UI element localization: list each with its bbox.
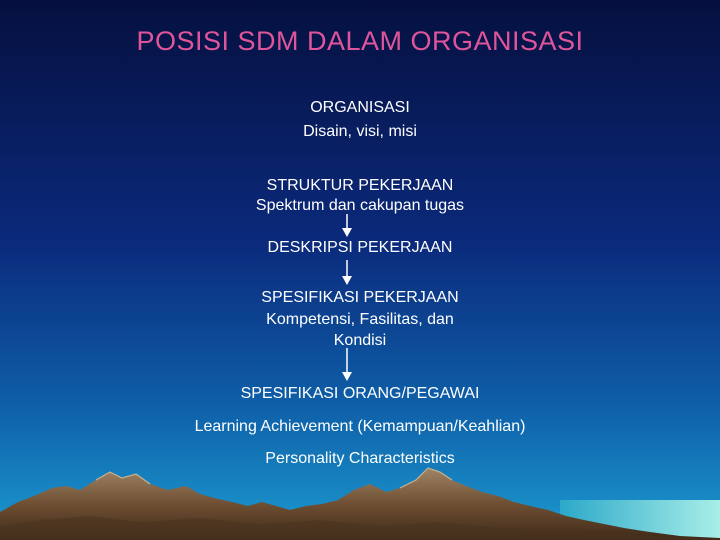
spesifikasi-orang-title: SPESIFIKASI ORANG/PEGAWAI	[240, 385, 480, 402]
learning-achievement-text: Learning Achievement (Kemampuan/Keahlian…	[194, 418, 526, 435]
spesifikasi-subtitle-2: Kondisi	[333, 332, 387, 349]
organisasi-title: ORGANISASI	[310, 99, 410, 116]
deskripsi-title: DESKRIPSI PEKERJAAN	[267, 239, 453, 256]
spesifikasi-subtitle-1: Kompetensi, Fasilitas, dan	[266, 311, 454, 328]
arrow-down-icon	[342, 214, 352, 237]
organisasi-subtitle: Disain, visi, misi	[303, 123, 417, 140]
arrow-down-icon	[342, 348, 352, 381]
struktur-title: STRUKTUR PEKERJAAN	[266, 177, 454, 194]
personality-text: Personality Characteristics	[265, 450, 455, 467]
mountain-range-illustration	[0, 467, 720, 540]
struktur-subtitle: Spektrum dan cakupan tugas	[255, 197, 465, 214]
slide-title: POSISI SDM DALAM ORGANISASI	[136, 26, 584, 56]
arrow-down-icon	[342, 260, 352, 285]
spesifikasi-title: SPESIFIKASI PEKERJAAN	[261, 289, 459, 306]
